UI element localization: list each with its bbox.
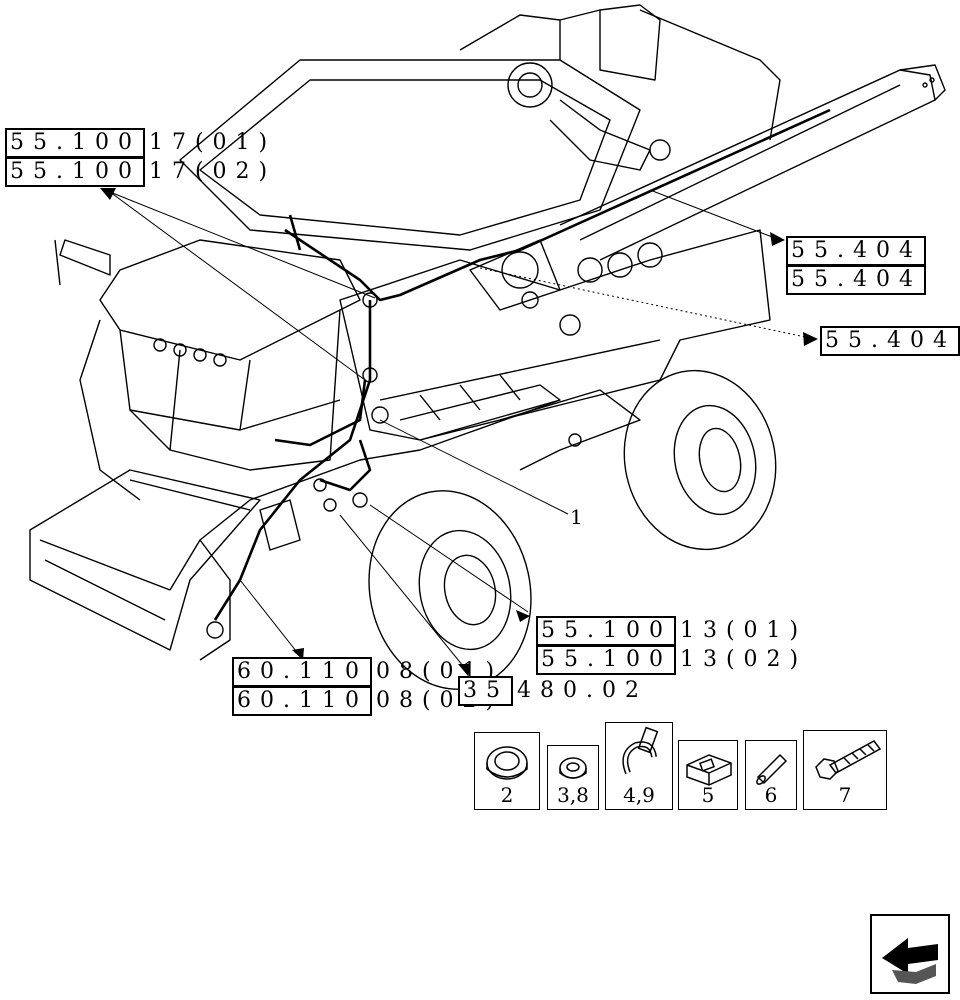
ref-label-55-404-b[interactable]: 55.404	[786, 265, 926, 295]
ref-code: 55.100	[5, 157, 145, 187]
ref-code: 55.404	[786, 236, 926, 266]
kit-item-4-9[interactable]: 4,9	[605, 722, 673, 810]
nut-icon	[486, 746, 528, 780]
ref-label-55-404-a[interactable]: 55.404	[786, 236, 926, 266]
harness-callout: 1	[570, 505, 583, 529]
ref-code: 55.100	[5, 128, 145, 158]
washer-icon	[559, 757, 587, 779]
clip-icon	[686, 754, 732, 786]
ref-code: 60.110	[232, 686, 372, 716]
kit-label: 6	[764, 783, 778, 807]
kit-item-6[interactable]: 6	[745, 740, 797, 810]
bolt-icon	[815, 740, 882, 780]
ref-suffix: 17(02)	[148, 159, 277, 184]
kit-label: 4,9	[623, 783, 655, 807]
ref-label-55-404-c[interactable]: 55.404	[820, 326, 960, 356]
ref-code: 55.100	[536, 616, 676, 646]
back-navigation-button[interactable]	[870, 914, 950, 994]
ref-code: 55.404	[820, 326, 960, 356]
kit-item-7[interactable]: 7	[803, 730, 887, 810]
kit-item-2[interactable]: 2	[474, 732, 540, 810]
kit-label: 5	[701, 783, 715, 807]
ref-suffix: 13(02)	[679, 647, 808, 672]
ref-code: 60.110	[232, 657, 372, 687]
ref-code: 55.404	[786, 265, 926, 295]
kit-item-3-8[interactable]: 3,8	[547, 745, 599, 810]
ref-code: 35	[458, 676, 513, 706]
ref-code: 55.100	[536, 645, 676, 675]
kit-label: 2	[500, 783, 514, 807]
kit-label: 3,8	[557, 783, 589, 807]
cable-tie-icon	[622, 726, 659, 775]
ref-suffix: 480.02	[517, 678, 648, 703]
back-arrow-icon	[882, 938, 938, 984]
ref-suffix: 17(01)	[148, 130, 277, 155]
kit-label: 7	[838, 783, 852, 807]
pin-icon	[756, 753, 788, 785]
kit-item-5[interactable]: 5	[678, 740, 738, 810]
ref-suffix: 13(01)	[679, 618, 808, 643]
